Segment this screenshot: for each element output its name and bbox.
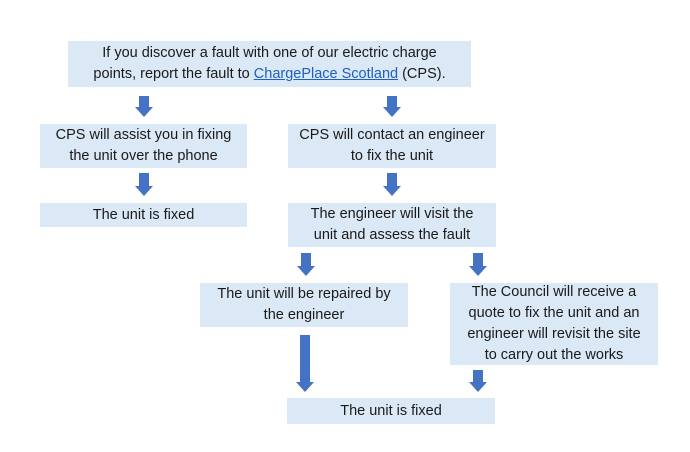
arrow-repaired-to-fixed xyxy=(296,335,314,392)
arrow-to-council-quote xyxy=(469,253,487,276)
box-contact-engineer-line2: to fix the unit xyxy=(350,148,434,164)
arrow-to-fixed-left xyxy=(135,173,153,196)
box-engineer-visit-line2: unit and assess the fault xyxy=(313,227,471,243)
box-unit-fixed-left-text: The unit is fixed xyxy=(92,206,195,223)
box-report-fault-line2: points, report the fault to ChargePlace … xyxy=(93,64,445,85)
box-repaired-line1: The unit will be repaired by xyxy=(217,286,391,302)
box-phone-assist: CPS will assist you in fixing the unit o… xyxy=(40,124,247,168)
text-before-link: points, report the fault to xyxy=(93,66,254,82)
box-repaired: The unit will be repaired by the enginee… xyxy=(200,283,408,327)
text-after-link: (CPS). xyxy=(398,66,446,82)
box-phone-assist-line2: the unit over the phone xyxy=(69,148,218,164)
box-phone-assist-line1: CPS will assist you in fixing xyxy=(55,127,232,143)
box-contact-engineer-line1: CPS will contact an engineer xyxy=(299,127,485,143)
arrow-to-contact-engineer xyxy=(383,96,401,117)
box-report-fault-line1: If you discover a fault with one of our … xyxy=(102,45,437,61)
box-report-fault: If you discover a fault with one of our … xyxy=(68,41,471,87)
box-unit-fixed-bottom-text: The unit is fixed xyxy=(340,402,442,419)
arrow-to-repaired xyxy=(297,253,315,276)
box-repaired-line2: the engineer xyxy=(263,307,345,323)
box-engineer-visit-line1: The engineer will visit the xyxy=(310,206,474,222)
arrow-to-engineer-visit xyxy=(383,173,401,196)
arrow-to-phone-assist xyxy=(135,96,153,117)
box-unit-fixed-left: The unit is fixed xyxy=(40,203,247,227)
box-council-quote-line1: The Council will receive a xyxy=(471,284,637,300)
chargeplace-scotland-link[interactable]: ChargePlace Scotland xyxy=(253,66,399,82)
arrow-quote-to-fixed xyxy=(469,370,487,392)
box-council-quote: The Council will receive a quote to fix … xyxy=(450,283,658,365)
box-unit-fixed-bottom: The unit is fixed xyxy=(287,398,495,424)
box-engineer-visit: The engineer will visit the unit and ass… xyxy=(288,203,496,247)
box-council-quote-line2: quote to fix the unit and an xyxy=(468,305,640,321)
box-council-quote-line3: engineer will revisit the site xyxy=(467,326,641,342)
box-council-quote-line4: to carry out the works xyxy=(484,347,624,363)
box-contact-engineer: CPS will contact an engineer to fix the … xyxy=(288,124,496,168)
